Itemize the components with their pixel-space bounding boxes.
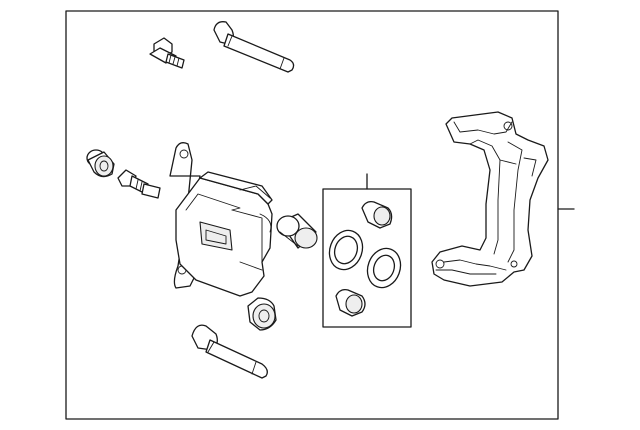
kit-seal-ring-icon	[328, 229, 364, 271]
guide-pin-lower-icon	[191, 324, 268, 379]
boot-left-icon	[86, 149, 115, 178]
kit-boot-bottom-icon	[335, 288, 366, 317]
caliper-bracket-icon	[431, 111, 549, 287]
kit-boot-top-icon	[361, 200, 393, 229]
piston-icon	[276, 213, 318, 249]
bleeder-screw-icon	[117, 169, 161, 199]
kit-dust-seal-icon	[366, 247, 402, 289]
caliper-housing-icon	[169, 142, 273, 297]
flange-bolt-icon	[149, 37, 185, 69]
diagram-frame	[65, 10, 559, 420]
guide-pin-upper-icon	[213, 21, 295, 73]
seal-kit-icon	[322, 173, 412, 328]
boot-lower-icon	[247, 297, 277, 331]
